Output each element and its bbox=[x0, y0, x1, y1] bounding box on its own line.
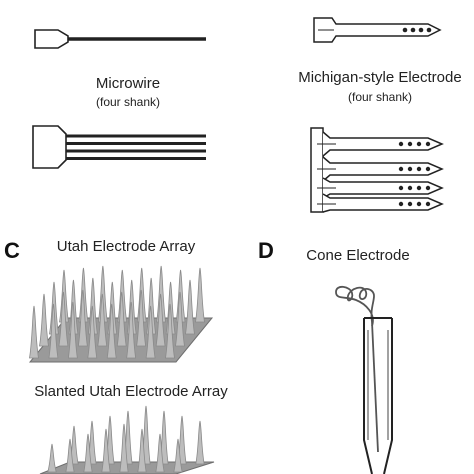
slanted-utah-spike-10 bbox=[83, 433, 93, 473]
panel-d-letter: D bbox=[258, 238, 274, 263]
utah-spike-18 bbox=[77, 289, 88, 347]
panel-d: D Cone Electrode bbox=[258, 238, 410, 474]
utah-spike-28 bbox=[106, 303, 117, 359]
slanted-utah-spikes bbox=[47, 405, 205, 473]
slanted-utah-spike-12 bbox=[119, 423, 129, 473]
utah-spike-23 bbox=[175, 291, 185, 347]
microwire-single bbox=[34, 29, 206, 49]
slanted-utah-spike-9 bbox=[65, 438, 75, 473]
utah-spike-31 bbox=[165, 303, 175, 359]
utah-spike-15 bbox=[185, 279, 195, 335]
utah-spike-24 bbox=[29, 305, 39, 359]
slanted-utah-array bbox=[39, 405, 215, 474]
michigan-four-shank bbox=[310, 127, 444, 213]
michigan-shank-2 bbox=[317, 156, 444, 182]
panel-c-letter: C bbox=[4, 238, 20, 263]
slanted-utah-spike-11 bbox=[101, 428, 111, 473]
michigan-shank-1 bbox=[317, 131, 444, 157]
michigan-subtitle: (four shank) bbox=[348, 90, 412, 104]
cone-title: Cone Electrode bbox=[306, 247, 409, 264]
michigan-title: Michigan-style Electrode bbox=[298, 69, 461, 86]
utah-spike-19 bbox=[97, 293, 108, 347]
utah-title: Utah Electrode Array bbox=[57, 238, 196, 255]
utah-spike-30 bbox=[145, 305, 156, 359]
slanted-utah-spike-13 bbox=[137, 428, 147, 473]
panel-b: Michigan-style Electrode (four shank) bbox=[298, 17, 462, 213]
utah-spike-25 bbox=[48, 303, 59, 359]
utah-spike-20 bbox=[116, 291, 127, 347]
utah-spikes bbox=[29, 265, 205, 359]
michigan-shank-4 bbox=[317, 193, 444, 213]
utah-spike-7 bbox=[195, 267, 205, 323]
utah-spike-16 bbox=[39, 293, 49, 347]
michigan-shank-3 bbox=[317, 177, 444, 199]
utah-spike-29 bbox=[126, 301, 137, 359]
michigan-single bbox=[313, 17, 442, 43]
cone-coil-wire bbox=[335, 285, 375, 327]
slanted-utah-spike-15 bbox=[173, 438, 183, 473]
microwire-subtitle: (four shank) bbox=[96, 95, 160, 109]
panel-a: Microwire (four shank) bbox=[32, 29, 206, 169]
utah-spike-26 bbox=[67, 301, 78, 359]
slanted-utah-spike-7 bbox=[195, 420, 205, 465]
slanted-utah-title: Slanted Utah Electrode Array bbox=[34, 383, 228, 400]
slanted-utah-spike-8 bbox=[47, 443, 57, 473]
slanted-utah-spike-14 bbox=[155, 433, 165, 473]
utah-spike-22 bbox=[155, 293, 166, 347]
utah-spike-21 bbox=[136, 289, 147, 347]
utah-array bbox=[28, 265, 214, 363]
utah-spike-17 bbox=[58, 291, 69, 347]
utah-spike-27 bbox=[87, 305, 98, 359]
panel-c: C Utah Electrode Array Slanted Utah Elec… bbox=[4, 238, 228, 474]
cone-glass bbox=[363, 318, 393, 474]
microwire-title: Microwire bbox=[96, 75, 160, 92]
microwire-four-shank bbox=[32, 125, 206, 169]
cone-electrode bbox=[335, 285, 393, 474]
